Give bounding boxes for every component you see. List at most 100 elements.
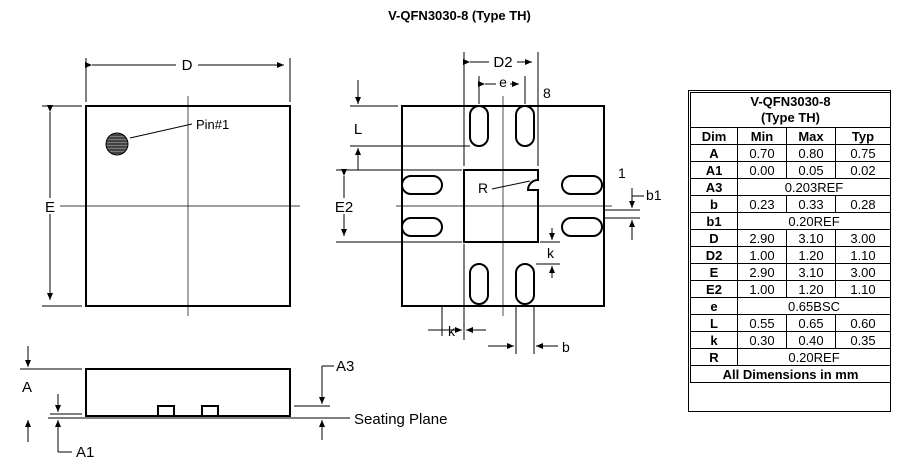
drawing-title: V-QFN3030-8 (Type TH) — [388, 8, 531, 23]
row-dim: e — [690, 297, 738, 315]
header-min: Min — [737, 127, 787, 145]
label-e: E — [45, 199, 55, 216]
label-b1: b1 — [646, 187, 662, 203]
header-max: Max — [786, 127, 836, 145]
side-lead-left — [157, 405, 175, 417]
e-label-bg — [41, 198, 59, 214]
row-value-min: 2.90 — [737, 263, 787, 281]
label-d2: D2 — [493, 54, 512, 71]
row-dim: k — [690, 331, 738, 349]
row-value-typ: 0.28 — [835, 195, 891, 213]
label-r: R — [478, 180, 488, 196]
row-dim: b — [690, 195, 738, 213]
label-k-bottom: k — [448, 323, 456, 339]
pad-bottom-right — [515, 263, 535, 305]
row-value-typ: 3.00 — [835, 263, 891, 281]
label-a: A — [22, 379, 32, 396]
e2-label-bg — [332, 198, 356, 214]
header-typ: Typ — [835, 127, 891, 145]
row-dim: D2 — [690, 246, 738, 264]
row-dim: A1 — [690, 161, 738, 179]
table-footer-row: All Dimensions in mm — [690, 365, 891, 383]
table-footer: All Dimensions in mm — [690, 365, 891, 383]
label-pin-8: 8 — [543, 85, 551, 101]
row-value-max: 3.10 — [786, 229, 836, 247]
row-dim: L — [690, 314, 738, 332]
pad-top-left — [469, 105, 489, 147]
row-dim: b1 — [690, 212, 738, 230]
side-view: Seating Plane A A1 A3 — [20, 346, 447, 461]
side-lead-right — [201, 405, 219, 417]
row-value-max: 0.33 — [786, 195, 836, 213]
table-title-line1: V-QFN3030-8 — [750, 94, 831, 109]
pad-top-right — [515, 105, 535, 147]
table-title-row: V-QFN3030-8 (Type TH) — [690, 92, 891, 128]
row-value-span: 0.20REF — [737, 348, 891, 366]
row-value-min: 0.70 — [737, 144, 787, 162]
table-title: V-QFN3030-8 (Type TH) — [690, 92, 891, 128]
pad-right-top — [561, 175, 603, 195]
pad-left-top — [401, 175, 443, 195]
pad-bottom-left — [469, 263, 489, 305]
row-dim: A3 — [690, 178, 738, 196]
row-value-max: 0.40 — [786, 331, 836, 349]
row-dim: E — [690, 263, 738, 281]
row-value-max: 1.20 — [786, 246, 836, 264]
row-value-typ: 0.60 — [835, 314, 891, 332]
top-view: Pin#1 D E — [41, 57, 300, 316]
pad-left-bottom — [401, 217, 443, 237]
pad-right-bottom — [561, 217, 603, 237]
label-pin-1: 1 — [618, 165, 626, 181]
row-value-min: 1.00 — [737, 246, 787, 264]
label-b: b — [562, 339, 570, 355]
pin1-label: Pin#1 — [196, 117, 229, 132]
row-dim: A — [690, 144, 738, 162]
dimension-table-frame — [688, 90, 891, 412]
row-dim: D — [690, 229, 738, 247]
label-e2: E2 — [335, 199, 353, 216]
row-value-min: 2.90 — [737, 229, 787, 247]
pin1-leader — [129, 123, 193, 139]
label-e-pitch: e — [499, 74, 507, 90]
row-value-min: 0.00 — [737, 161, 787, 179]
row-value-span: 0.203REF — [737, 178, 891, 196]
row-value-max: 0.05 — [786, 161, 836, 179]
label-a1: A1 — [76, 444, 94, 461]
row-dim: R — [690, 348, 738, 366]
row-value-typ: 1.10 — [835, 246, 891, 264]
d2-label-bg — [489, 53, 517, 69]
table-title-line2: (Type TH) — [761, 110, 820, 125]
row-value-min: 0.23 — [737, 195, 787, 213]
row-value-span: 0.20REF — [737, 212, 891, 230]
row-value-typ: 3.00 — [835, 229, 891, 247]
pin1-marker — [105, 132, 129, 156]
row-value-typ: 0.35 — [835, 331, 891, 349]
row-value-min: 0.55 — [737, 314, 787, 332]
table-header-row: Dim Min Max Typ — [690, 127, 891, 145]
row-value-max: 0.80 — [786, 144, 836, 162]
label-l: L — [354, 121, 362, 138]
row-value-span: 0.65BSC — [737, 297, 891, 315]
row-dim: E2 — [690, 280, 738, 298]
exposed-pad — [463, 169, 539, 243]
row-value-typ: 0.02 — [835, 161, 891, 179]
label-k-right: k — [547, 245, 555, 261]
row-value-min: 1.00 — [737, 280, 787, 298]
e-pitch-label-bg — [496, 75, 510, 89]
row-value-typ: 1.10 — [835, 280, 891, 298]
row-value-typ: 0.75 — [835, 144, 891, 162]
label-d: D — [182, 57, 193, 74]
